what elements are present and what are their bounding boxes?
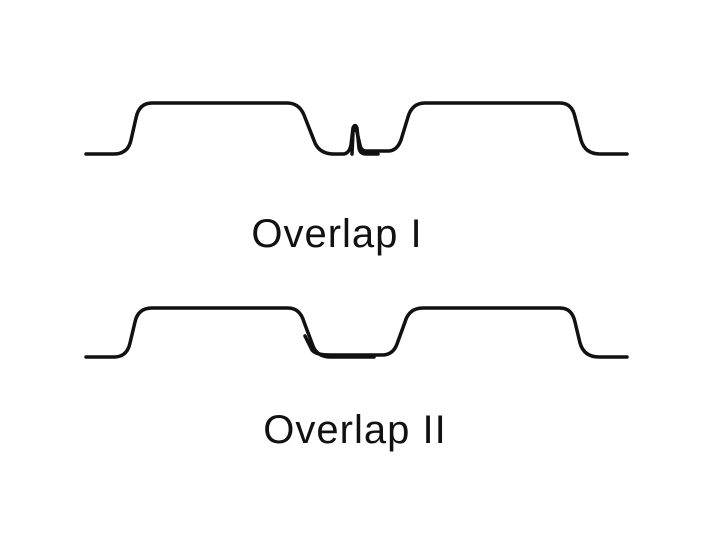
overlap-1-left-sheet xyxy=(84,101,380,156)
overlap-2-left-sheet xyxy=(84,306,376,359)
overlap-1-caption: Overlap I xyxy=(251,212,423,256)
overlap-2-caption: Overlap II xyxy=(263,408,447,452)
overlap-2-right-sheet xyxy=(303,306,629,359)
overlap-1-profile xyxy=(84,101,629,156)
overlap-1-right-sheet xyxy=(350,101,629,156)
overlap-2-profile xyxy=(84,306,629,359)
